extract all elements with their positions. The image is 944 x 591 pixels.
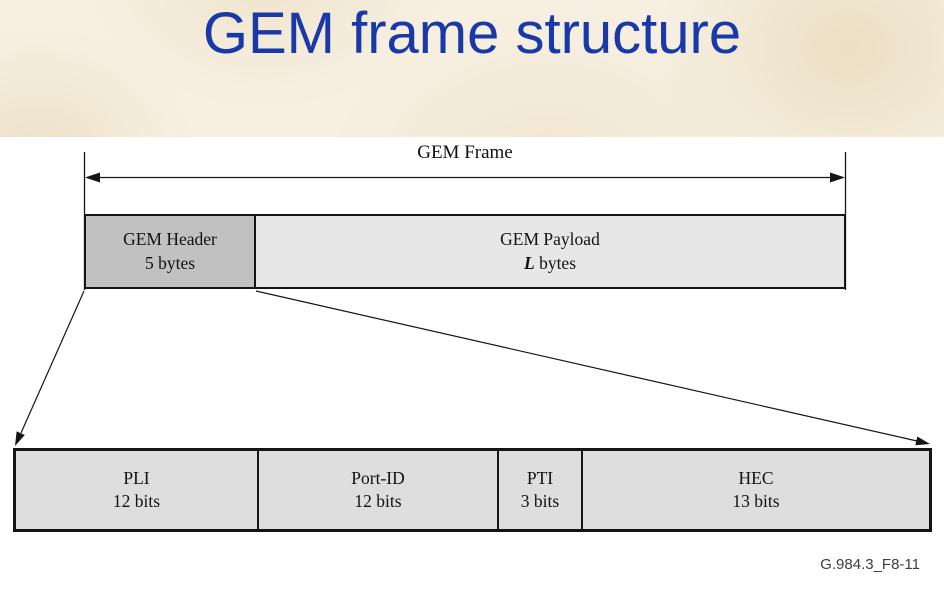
expand-arrow-right-head-icon [915, 436, 930, 446]
gem-payload-size: L bytes [524, 252, 576, 275]
figure-caption: G.984.3_F8-11 [820, 556, 920, 573]
frame-span-arrowhead-right-icon [830, 172, 845, 183]
payload-size-suffix: bytes [534, 252, 577, 273]
gem-header-cell: GEM Header 5 bytes [86, 216, 256, 287]
field-port-id-size: 12 bits [354, 491, 402, 511]
field-cell-pti: PTI 3 bits [497, 451, 581, 529]
field-pti-size: 3 bits [520, 491, 560, 511]
field-hec-size: 13 bits [732, 491, 780, 511]
field-cell-pli: PLI 12 bits [16, 451, 257, 529]
gem-frame-span-label: GEM Frame [417, 142, 513, 163]
gem-header-size: 5 bytes [144, 252, 196, 273]
gem-header-fields-box: PLI 12 bits Port-ID 12 bits PTI 3 bits H… [13, 448, 932, 532]
expand-arrow-left-head-icon [15, 431, 25, 446]
gem-payload-name: GEM Payload [500, 229, 600, 250]
field-pli-size: 12 bits [112, 491, 161, 511]
field-cell-hec: HEC 13 bits [581, 451, 929, 529]
field-cell-port-id: Port-ID 12 bits [257, 451, 497, 529]
gem-frame-box: GEM Header 5 bytes GEM Payload L bytes [84, 214, 846, 289]
field-pli-name: PLI [123, 467, 150, 488]
title-banner: GEM frame structure [0, 0, 944, 137]
expand-arrow-right-line [255, 290, 918, 442]
frame-span-arrowhead-left-icon [85, 172, 100, 183]
page-title: GEM frame structure [202, 1, 742, 66]
field-pti-name: PTI [526, 467, 554, 488]
field-port-id-name: Port-ID [351, 467, 405, 488]
gem-payload-cell: GEM Payload L bytes [256, 216, 844, 287]
payload-length-variable: L [523, 252, 535, 273]
gem-header-name: GEM Header [123, 229, 217, 250]
field-hec-name: HEC [738, 467, 774, 488]
expand-arrow-left-line [20, 290, 85, 434]
